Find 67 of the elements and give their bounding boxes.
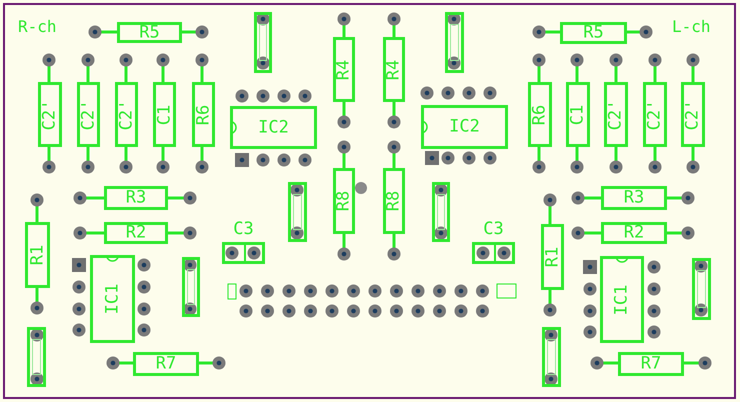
component-outline: [542, 327, 561, 387]
component-label: R6: [195, 104, 212, 125]
component-label: IC1: [614, 284, 630, 315]
component-outline: [77, 82, 100, 147]
ic-outline: [600, 256, 644, 343]
component-label: R7: [640, 356, 662, 372]
component-label: IC1: [104, 284, 121, 314]
channel-label: R-ch: [18, 19, 57, 35]
component-outline: [383, 168, 405, 234]
component-label: C3: [233, 221, 254, 238]
component-label: C2': [608, 99, 624, 130]
component-label: R5: [139, 24, 160, 41]
component-label: R6: [532, 104, 548, 125]
component-outline: [115, 82, 138, 147]
ic-outline: [90, 255, 135, 343]
component-outline: [333, 37, 355, 102]
component-outline: [681, 82, 705, 147]
resistor-outline: [560, 22, 627, 44]
component-outline: [566, 82, 590, 147]
component-label: R8: [336, 190, 352, 212]
component-label: C1: [570, 104, 586, 125]
component-outline: [383, 37, 405, 102]
component-outline: [25, 222, 50, 288]
component-outline: [604, 82, 628, 147]
component-outline: [643, 82, 667, 147]
component-label: R1: [544, 246, 561, 268]
resistor-outline: [601, 186, 667, 210]
ic-outline: [230, 106, 317, 149]
resistor-outline: [601, 222, 667, 244]
component-label: C2': [80, 99, 97, 130]
component-outline: [192, 82, 215, 147]
resistor-outline: [104, 222, 168, 244]
component-label: C2': [118, 99, 135, 130]
component-label: IC2: [449, 118, 480, 136]
component-outline: [27, 327, 46, 387]
component-outline: [528, 82, 552, 147]
component-outline: [445, 12, 464, 73]
resistor-outline: [104, 186, 168, 210]
component-label: C2': [646, 99, 664, 130]
component-outline: [692, 258, 711, 320]
component-label: R4: [336, 59, 352, 80]
component-label: R4: [386, 59, 402, 80]
component-outline: [541, 224, 564, 290]
component-label: C2': [42, 99, 58, 130]
resistor-outline: [133, 352, 199, 376]
resistor-outline: [618, 352, 684, 376]
ic-outline: [421, 105, 508, 149]
component-label: IC2: [258, 119, 289, 136]
component-label: R7: [156, 356, 176, 372]
component-label: C1: [156, 104, 173, 125]
component-label: R5: [583, 24, 604, 42]
component-outline: [333, 168, 355, 234]
component-label: C2': [684, 99, 702, 130]
component-outline: [254, 12, 272, 73]
component-label: C3: [483, 221, 504, 238]
component-label: R2: [624, 224, 644, 242]
component-label: R1: [29, 244, 46, 266]
component-label: R3: [624, 190, 644, 206]
component-outline: [38, 82, 62, 147]
component-outline: [182, 257, 200, 317]
channel-label: L-ch: [672, 19, 711, 35]
component-label: R2: [126, 224, 146, 242]
component-label: R3: [126, 190, 146, 206]
component-outline: [288, 182, 307, 242]
component-outline: [153, 82, 176, 147]
component-label: R8: [386, 190, 402, 212]
resistor-outline: [117, 22, 182, 43]
